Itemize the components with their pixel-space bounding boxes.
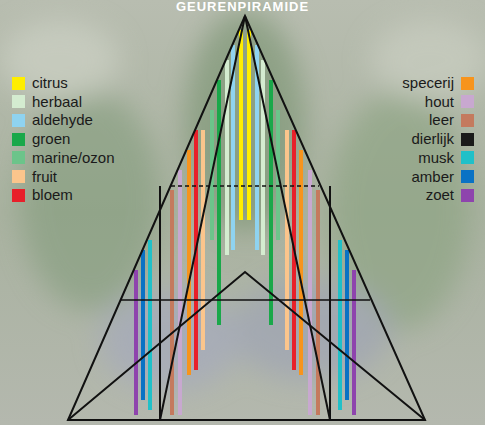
legend-swatch <box>461 170 474 183</box>
note-bar <box>345 250 349 400</box>
legend-swatch <box>461 189 474 202</box>
note-bar <box>352 270 356 415</box>
note-bar <box>217 80 221 325</box>
note-bar <box>269 80 273 325</box>
legend-item: citrus <box>12 74 68 92</box>
legend-swatch <box>12 170 25 183</box>
legend-label: zoet <box>426 186 454 204</box>
legend-swatch <box>12 95 25 108</box>
note-bar <box>285 130 289 350</box>
note-bar <box>134 270 138 415</box>
legend-label: bloem <box>32 186 73 204</box>
legend-label: leer <box>429 111 454 129</box>
legend-swatch <box>12 114 25 127</box>
legend-item: aldehyde <box>12 111 93 129</box>
legend-label: fruit <box>32 168 57 186</box>
note-bar <box>338 240 342 410</box>
pyramid-lines <box>68 16 425 420</box>
legend-label: herbaal <box>32 93 82 111</box>
legend-item: fruit <box>12 168 57 186</box>
legend-swatch <box>12 77 25 90</box>
legend-swatch <box>461 151 474 164</box>
legend-item: specerij <box>402 74 474 92</box>
note-bar <box>239 30 243 220</box>
legend-swatch <box>12 151 25 164</box>
note-bar <box>201 130 205 350</box>
note-bar <box>225 60 229 255</box>
legend-swatch <box>12 189 25 202</box>
legend-label: musk <box>418 149 454 167</box>
legend-label: citrus <box>32 74 68 92</box>
legend-item: amber <box>411 168 474 186</box>
legend-swatch <box>461 114 474 127</box>
legend-swatch <box>461 133 474 146</box>
legend-label: aldehyde <box>32 111 93 129</box>
legend-item: groen <box>12 130 70 148</box>
legend-item: zoet <box>426 186 474 204</box>
note-bar <box>148 240 152 410</box>
legend-swatch <box>12 133 25 146</box>
legend-item: leer <box>429 111 474 129</box>
legend-swatch <box>461 95 474 108</box>
legend-item: musk <box>418 149 474 167</box>
note-bar <box>141 250 145 400</box>
note-bar <box>187 150 191 375</box>
note-bar <box>299 150 303 375</box>
legend-label: groen <box>32 130 70 148</box>
legend-item: herbaal <box>12 93 82 111</box>
blurred-plant <box>0 10 485 390</box>
legend-item: marine/ozon <box>12 149 115 167</box>
legend-label: dierlijk <box>411 130 454 148</box>
legend-label: amber <box>411 168 454 186</box>
note-bar <box>178 170 182 415</box>
note-bar <box>170 190 174 415</box>
note-bar <box>308 170 312 415</box>
legend-swatch <box>461 77 474 90</box>
note-bar <box>316 190 320 415</box>
legend-item: hout <box>425 93 474 111</box>
legend-item: dierlijk <box>411 130 474 148</box>
note-bar <box>247 30 251 220</box>
legend-item: bloem <box>12 186 73 204</box>
title: GEURENPIRAMIDE <box>0 0 485 14</box>
note-bar <box>261 60 265 255</box>
legend-label: hout <box>425 93 454 111</box>
legend-label: marine/ozon <box>32 149 115 167</box>
legend-label: specerij <box>402 74 454 92</box>
